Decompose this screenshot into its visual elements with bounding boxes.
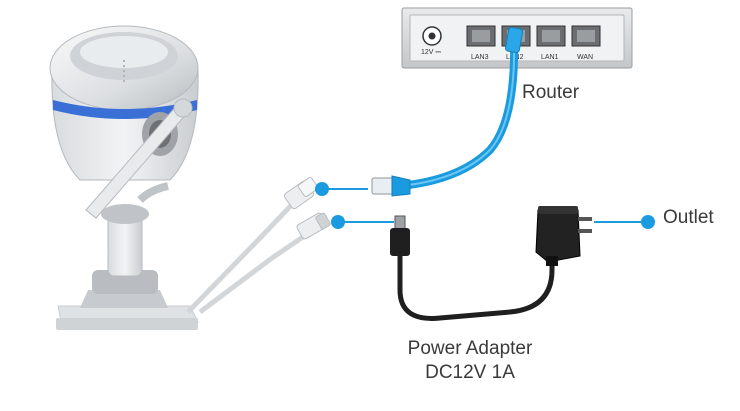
power-pigtail-connector (296, 212, 331, 240)
callout-outlet (594, 215, 655, 229)
callout-power (331, 215, 394, 229)
ethernet-plug (371, 175, 411, 197)
network-pigtail-connector (283, 176, 319, 210)
outlet-label: Outlet (663, 207, 714, 228)
router-power-label: 12V ⎓ (421, 49, 441, 56)
router-port-wan: WAN (571, 25, 601, 61)
callout-network (315, 182, 368, 196)
port-label-wan: WAN (577, 54, 593, 61)
router-label: Router (522, 82, 580, 103)
port-label-lan3: LAN3 (471, 54, 489, 61)
camera-cables (186, 176, 331, 314)
router-power-jack: 12V ⎓ (421, 26, 442, 56)
router: 12V ⎓ LAN3 LAN2 LAN1 WAN (401, 7, 633, 69)
router-port-lan1: LAN1 (536, 25, 566, 61)
power-adapter (390, 206, 592, 321)
port-label-lan1: LAN1 (541, 54, 559, 61)
power-spec-label: DC12V 1A (425, 362, 515, 383)
router-port-lan3: LAN3 (466, 25, 496, 61)
ethernet-cable (371, 26, 524, 197)
power-adapter-label: Power Adapter (407, 338, 533, 359)
camera (49, 25, 199, 330)
